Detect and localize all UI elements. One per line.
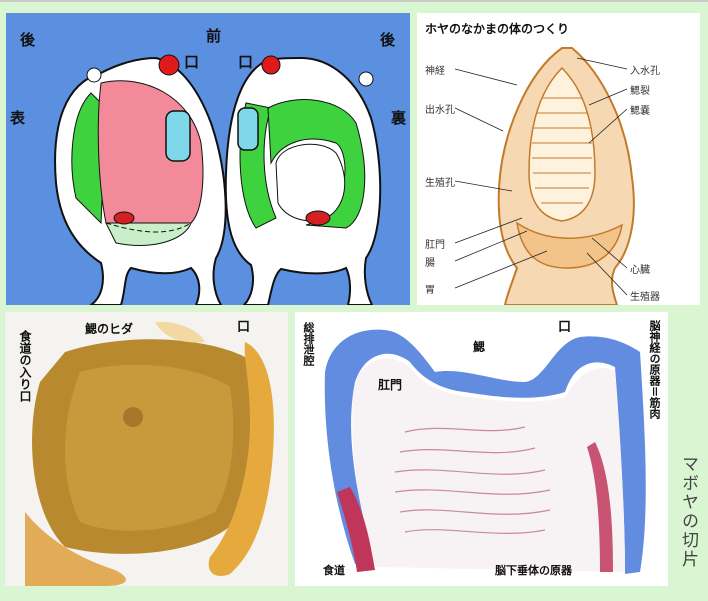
panel-anatomy-drawing: ホヤのなかまの体のつくり 神経 出水孔 生殖孔 肛門 腸 胃 入水孔 鰓裂 鰓嚢… — [417, 13, 700, 305]
label-oral-siphon: 入水孔 — [630, 62, 660, 77]
panel-body-diagram: 後 前 後 口 口 表 裏 — [6, 13, 410, 305]
label-mouth-photo: 口 — [237, 316, 250, 335]
label-intestine: 腸 — [425, 254, 435, 269]
label-atrial-siphon: 出水孔 — [425, 101, 455, 116]
label-stomach: 胃 — [425, 281, 435, 296]
label-gill-slit: 鰓裂 — [630, 82, 650, 97]
label-heart: 心臓 — [630, 261, 650, 276]
anatomy-drawing — [417, 13, 700, 305]
body-diagram-drawing — [6, 13, 410, 305]
label-mouth-left: 口 — [184, 51, 199, 72]
label-genital-pore: 生殖孔 — [425, 174, 455, 189]
label-surface-front: 表 — [10, 107, 25, 128]
side-caption: マボヤの切片 — [676, 455, 701, 569]
label-surface-back: 裏 — [391, 107, 406, 128]
label-esophagus-section: 食道 — [323, 562, 345, 578]
label-nerve: 神経 — [425, 62, 445, 77]
label-anus-section: 肛門 — [378, 376, 402, 393]
label-mouth-right: 口 — [238, 51, 253, 72]
panel-section-micrograph: 総排泄腔 肛門 鰓 口 脳神経の原器＝筋肉 食道 脳下垂体の原器 — [295, 312, 668, 586]
label-brain-nerve-rudiment: 脳神経の原器＝筋肉 — [649, 320, 660, 419]
label-gill-section: 鰓 — [473, 338, 485, 355]
label-atrial-cavity: 総排泄腔 — [303, 322, 314, 366]
label-mouth-section: 口 — [558, 316, 571, 335]
label-front: 前 — [206, 25, 221, 46]
label-esophagus-entrance: 食道の入り口 — [19, 330, 31, 402]
label-back-left: 後 — [20, 29, 35, 50]
dissection-photo-illustration — [5, 312, 288, 586]
label-branchial-sac: 鰓嚢 — [630, 102, 650, 117]
label-back-right: 後 — [380, 29, 395, 50]
label-gill-folds: 鰓のヒダ — [85, 320, 133, 337]
anatomy-title: ホヤのなかまの体のつくり — [425, 20, 569, 37]
label-anus: 肛門 — [425, 236, 445, 251]
label-pituitary-rudiment: 脳下垂体の原器 — [495, 562, 572, 578]
panel-dissection-photo: 食道の入り口 鰓のヒダ 口 — [5, 312, 288, 586]
label-gonad: 生殖器 — [630, 288, 660, 303]
